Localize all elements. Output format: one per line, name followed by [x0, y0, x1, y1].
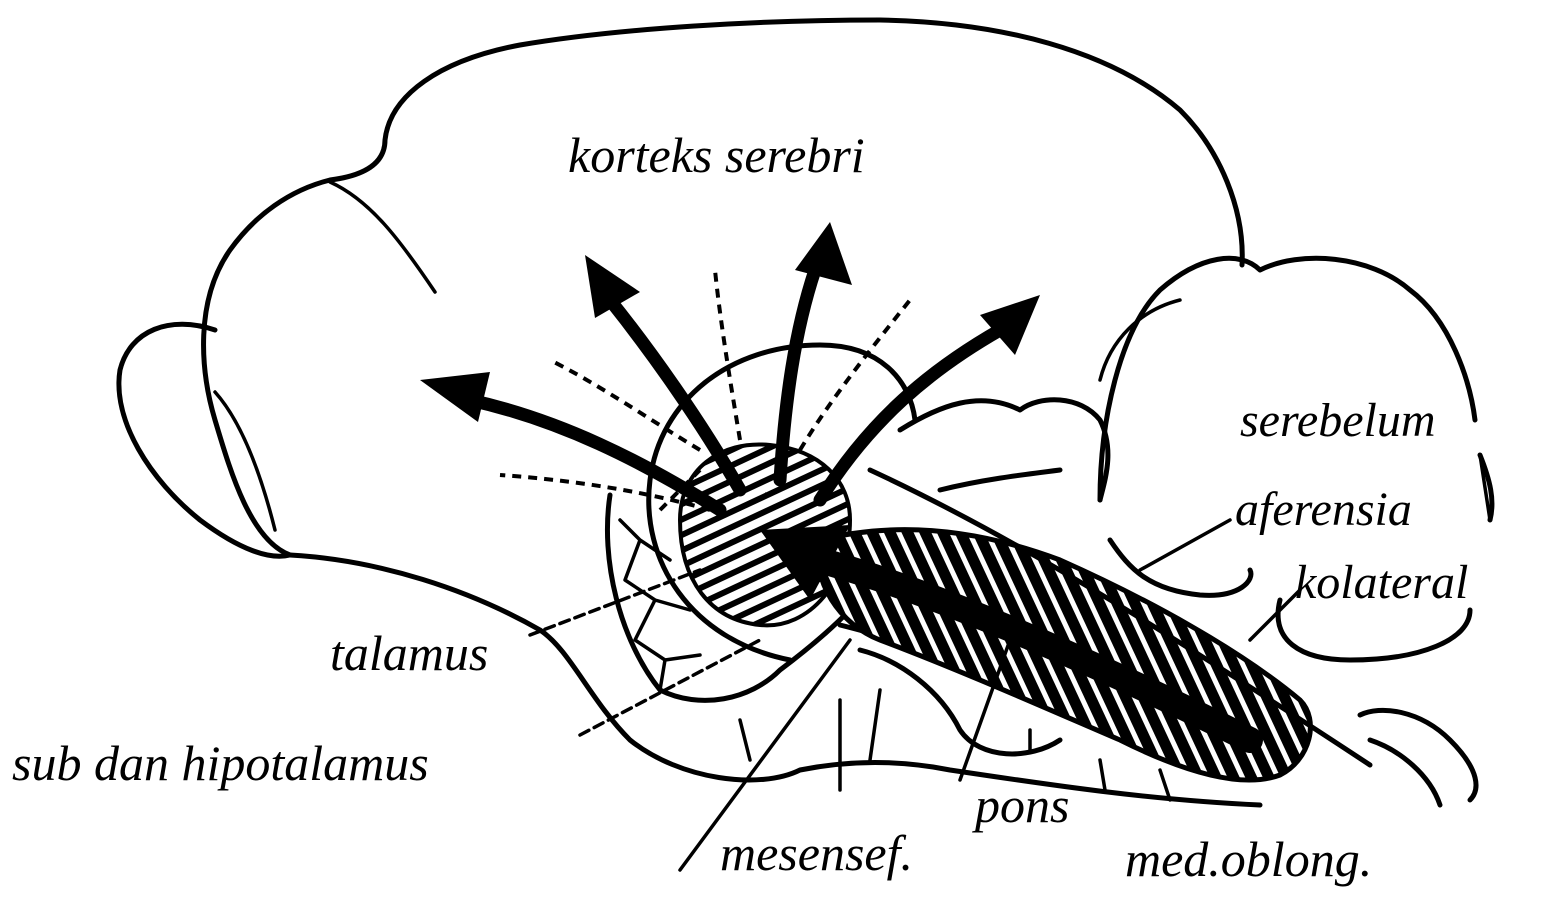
- kolateral-pointer: [1250, 590, 1300, 640]
- label-kolateral: kolateral: [1295, 556, 1468, 609]
- medulla-lower: [1360, 710, 1476, 800]
- radiation-arrow-3-head: [795, 222, 852, 285]
- label-talamus: talamus: [330, 625, 488, 681]
- colliculus: [900, 400, 1108, 500]
- cerebellum-outline: [1100, 258, 1475, 500]
- radiation-arrow-1-shaft: [470, 400, 720, 510]
- radiation-arrow-1-head: [420, 372, 490, 422]
- frontal-fold: [330, 182, 435, 292]
- label-aferensia: aferensia: [1235, 483, 1412, 536]
- radiation-arrow-3-shaft: [780, 270, 815, 480]
- aferensia-pointer: [1140, 520, 1230, 570]
- radiation-arrow-4-head: [980, 295, 1040, 355]
- dashed-projection-3: [715, 270, 740, 440]
- label-korteks-serebri: korteks serebri: [568, 127, 865, 183]
- label-pons: pons: [972, 777, 1069, 833]
- radiation-arrow-4-shaft: [820, 330, 1000, 500]
- label-mesensef: mesensef.: [720, 825, 913, 881]
- medulla-tail: [1370, 740, 1440, 805]
- subhipo-pointer: [580, 640, 760, 735]
- label-sub-dan-hipotalamus: sub dan hipotalamus: [12, 735, 429, 791]
- label-med-oblong: med.oblong.: [1125, 831, 1372, 887]
- label-serebelum: serebelum: [1240, 394, 1436, 447]
- talamus-pointer: [530, 570, 700, 635]
